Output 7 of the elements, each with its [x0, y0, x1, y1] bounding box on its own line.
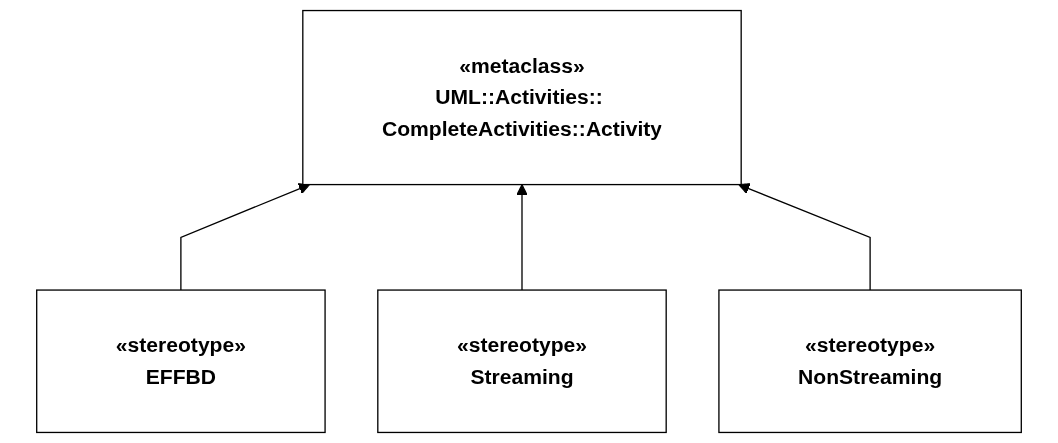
arrow: [180, 183, 311, 291]
arrow: [738, 183, 871, 291]
node-box: «stereotype» EFFBD: [36, 289, 326, 434]
arrow: [516, 184, 528, 291]
node-box: «stereotype» NonStreaming: [718, 289, 1022, 434]
node-box: «metaclass» UML::Activities:: CompleteActivities::Activity: [302, 9, 742, 186]
node-box: «stereotype» Streaming: [377, 289, 667, 434]
